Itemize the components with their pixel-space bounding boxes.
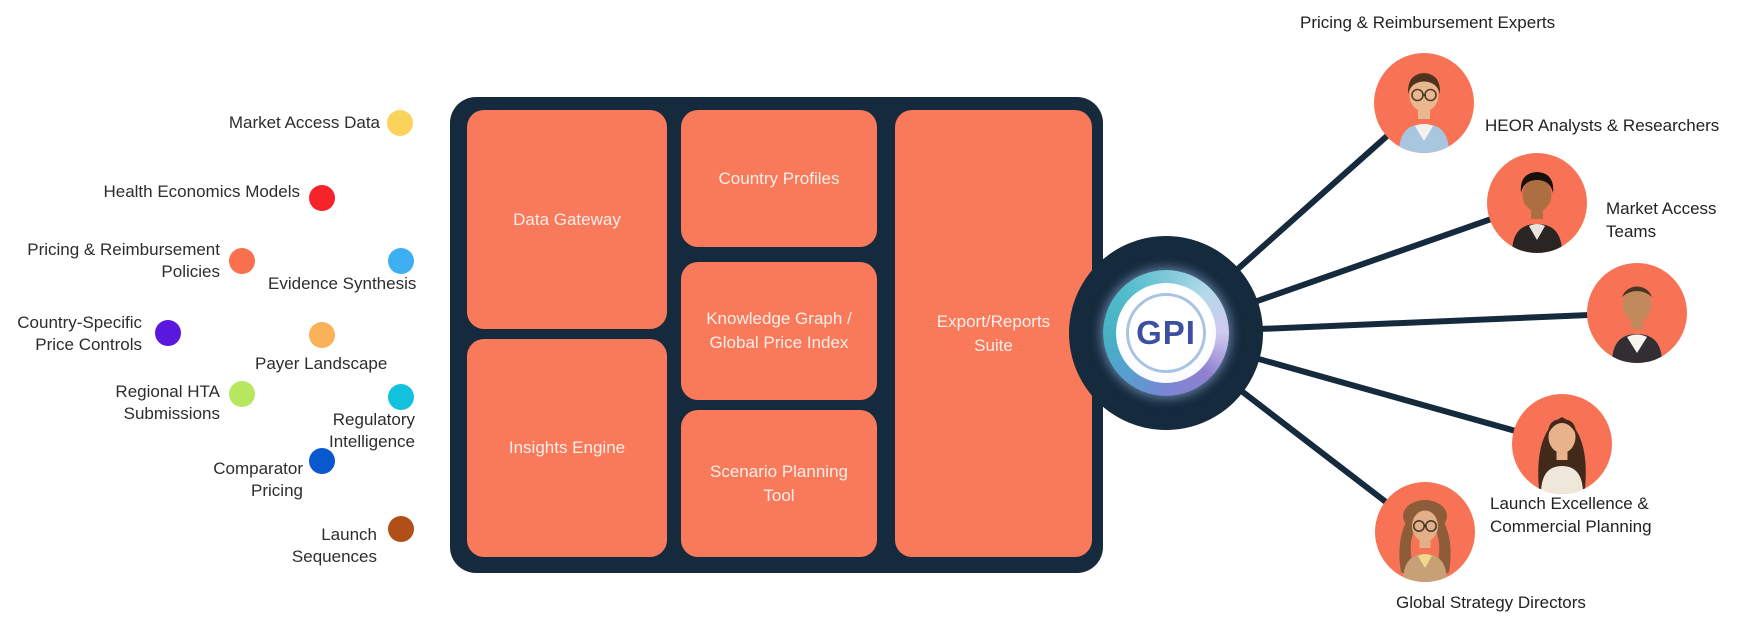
source-label-launch-sequences: Launch Sequences (291, 525, 377, 566)
source-dot-market-access-data (387, 110, 413, 136)
persona-label-launch-excellence-commercial-planning: Launch Excellence & Commercial Planning (1490, 494, 1652, 536)
avatar-photo-icon (1375, 482, 1475, 582)
module-scenario-planning-tool: Scenario Planning Tool (681, 410, 877, 557)
persona-label-global-strategy-directors: Global Strategy Directors (1396, 593, 1586, 612)
source-dot-regulatory-intelligence (388, 384, 414, 410)
source-label-evidence-synthesis: Evidence Synthesis (268, 274, 417, 293)
avatar-photo-icon (1374, 53, 1474, 153)
avatar-global-strategy-director (1375, 482, 1475, 582)
source-label-regulatory-intelligence: Regulatory Intelligence (328, 410, 415, 451)
source-label-health-economics-models: Health Economics Models (103, 182, 300, 201)
source-dot-launch-sequences (388, 516, 414, 542)
module-country-profiles: Country Profiles (681, 110, 877, 247)
persona-label-market-access-teams: Market Access Teams (1606, 199, 1717, 241)
persona-label-pricing-reimbursement-experts: Pricing & Reimbursement Experts (1300, 13, 1556, 32)
avatar-pricing-reimbursement-expert (1374, 53, 1474, 153)
module-data-gateway: Data Gateway (467, 110, 667, 329)
module-export-reports-suite: Export/Reports Suite (895, 110, 1092, 557)
module-insights-engine: Insights Engine (467, 339, 667, 557)
source-dot-pricing-reimbursement-policies (229, 248, 255, 274)
avatar-launch-excellence-planner (1512, 394, 1612, 494)
source-dot-evidence-synthesis (388, 248, 414, 274)
source-label-payer-landscape: Payer Landscape (255, 354, 388, 373)
avatar-photo-icon (1487, 153, 1587, 253)
source-label-country-specific-price-controls: Country-Specific Price Controls (17, 313, 142, 354)
source-label-pricing-reimbursement-policies: Pricing & Reimbursement Policies (27, 240, 220, 281)
platform-panel: Data Gateway Country Profiles Knowledge … (450, 97, 1103, 573)
avatar-photo-icon (1512, 394, 1612, 494)
gpi-logo-text: GPI (1136, 314, 1196, 351)
source-label-market-access-data: Market Access Data (228, 113, 380, 132)
persona-label-heor-analysts-researchers: HEOR Analysts & Researchers (1485, 116, 1720, 135)
avatar-photo-icon (1587, 263, 1687, 363)
avatar-heor-analyst (1487, 153, 1587, 253)
gpi-logo: GPI (1103, 270, 1229, 396)
module-knowledge-graph-global-price-index: Knowledge Graph / Global Price Index (681, 262, 877, 400)
avatar-market-access-team-member (1587, 263, 1687, 363)
source-dot-regional-hta-submissions (229, 381, 255, 407)
source-dot-country-specific-price-controls (155, 320, 181, 346)
source-dot-payer-landscape (309, 322, 335, 348)
source-dot-health-economics-models (309, 185, 335, 211)
source-label-regional-hta-submissions: Regional HTA Submissions (115, 382, 220, 423)
source-dot-comparator-pricing (309, 448, 335, 474)
source-label-comparator-pricing: Comparator Pricing (213, 459, 303, 500)
